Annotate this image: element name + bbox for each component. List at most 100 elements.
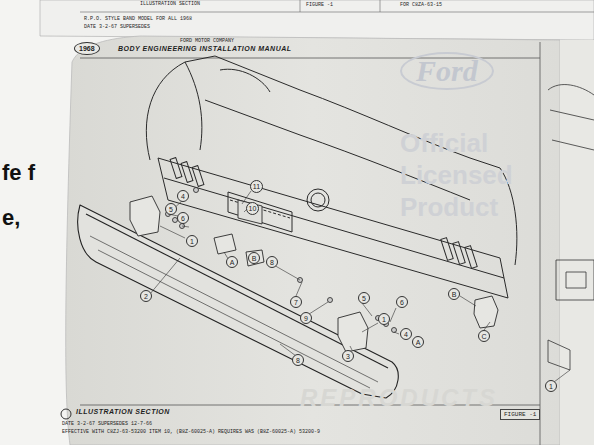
part-reference: FOR C8ZA-63-15 [400, 2, 442, 8]
drawing-part [460, 296, 476, 306]
node-text: 5 [362, 295, 366, 302]
callout-number: 4 [400, 328, 412, 340]
drawing-part [150, 258, 180, 294]
table-rule [300, 0, 301, 12]
callout-number: 1 [378, 313, 390, 325]
node-text: A [230, 259, 235, 266]
drawing-part [78, 205, 399, 398]
callout-number: A [412, 336, 424, 348]
section-header: ILLUSTRATION SECTION [140, 1, 200, 7]
rear-bumper [78, 205, 399, 398]
node-text: 8 [296, 357, 300, 364]
tail-lamp [181, 162, 193, 183]
drawing-part [394, 332, 399, 334]
drawing-part [554, 370, 570, 382]
drawing-part [160, 226, 185, 238]
table-rule [380, 0, 381, 12]
drawing-part [362, 323, 378, 332]
drawing-part [214, 234, 236, 254]
drawing-part [246, 250, 264, 266]
date-note: DATE 3-2-67 SUPERSEDES [84, 24, 150, 30]
tail-lamp [192, 166, 204, 187]
node-text: 6 [400, 299, 404, 306]
tail-lamp [441, 238, 454, 261]
callout-number: B [248, 252, 260, 264]
drawing-part [130, 196, 160, 236]
background-text: fe f [2, 160, 35, 186]
car-rear [146, 56, 517, 298]
plate-bracket [238, 200, 262, 224]
node-text: 9 [304, 315, 308, 322]
node-text: 6 [181, 215, 185, 222]
watermark-text: Official [400, 128, 488, 159]
callout-number: A [226, 256, 238, 268]
section-footer: ILLUSTRATION SECTION [76, 408, 170, 415]
side-figure [548, 85, 594, 370]
drawing-part [296, 282, 302, 296]
effectivity-note: EFFECTIVE WITH C8ZJ-63-53200 ITEM 10, (B… [62, 429, 320, 435]
ford-watermark: Ford [400, 52, 494, 90]
callout-number: 1 [545, 380, 557, 392]
callout-number: 4 [177, 190, 189, 202]
node-text: 4 [181, 193, 185, 200]
drawing-part [484, 322, 490, 330]
drawing-part [338, 312, 368, 352]
callout-number: 2 [140, 290, 152, 302]
node-text: B [252, 255, 257, 262]
drawing-part [146, 56, 215, 160]
plate-recess [228, 192, 292, 232]
node-text: 1 [549, 383, 553, 390]
callout-number: 1 [186, 235, 198, 247]
callout-number: 5 [358, 292, 370, 304]
tail-lamp [170, 158, 182, 179]
drawing-part [272, 264, 300, 280]
table-rule [80, 12, 594, 13]
drawing-part [90, 236, 378, 382]
drawing-part [392, 328, 397, 333]
note-text: R.P.O. STYLE BAND MODEL FOR ALL 1968 [84, 16, 192, 22]
bolt [166, 188, 423, 343]
callout-number: 6 [177, 212, 189, 224]
drawing-part [474, 296, 498, 328]
gas-cap [307, 189, 329, 211]
callout-number: 8 [266, 256, 278, 268]
node-text: C [481, 333, 486, 340]
node-text: B [452, 291, 457, 298]
drawing-part [328, 298, 333, 303]
node-text: 1968 [79, 45, 95, 52]
watermark-text: Licensed [400, 160, 513, 191]
tail-lamp [465, 246, 478, 269]
node-text: 2 [144, 293, 148, 300]
callout-number: 10 [246, 202, 259, 215]
callout-number: B [448, 288, 460, 300]
date-note: DATE 3-2-67 SUPERSEDES 12-7-66 [62, 421, 152, 427]
node-text: 3 [346, 353, 350, 360]
figure-number: FIGURE -1 [500, 409, 540, 420]
callout-number: 6 [396, 296, 408, 308]
drawing-part [98, 250, 370, 388]
publisher-name: FORD MOTOR COMPANY [180, 38, 234, 44]
callout-number: 9 [300, 312, 312, 324]
drawing-part [182, 226, 189, 227]
drawing-part [390, 308, 396, 322]
callout-number: 8 [292, 354, 304, 366]
drawing-part [362, 303, 372, 316]
frame-line [540, 42, 541, 445]
node-text: 5 [169, 206, 173, 213]
leader-line [150, 191, 570, 382]
drawing-part [194, 188, 199, 193]
callout-number: 5 [165, 203, 177, 215]
watermark-text: Product [400, 192, 498, 223]
back-page [40, 0, 594, 40]
node-text: 4 [404, 331, 408, 338]
drawing-part [185, 62, 202, 150]
node-text: 8 [270, 259, 274, 266]
node-text: Ford [416, 54, 478, 88]
section-icon [61, 409, 71, 419]
callout-number: 7 [290, 296, 302, 308]
node-text: A [416, 339, 421, 346]
drawing-part [350, 346, 352, 350]
